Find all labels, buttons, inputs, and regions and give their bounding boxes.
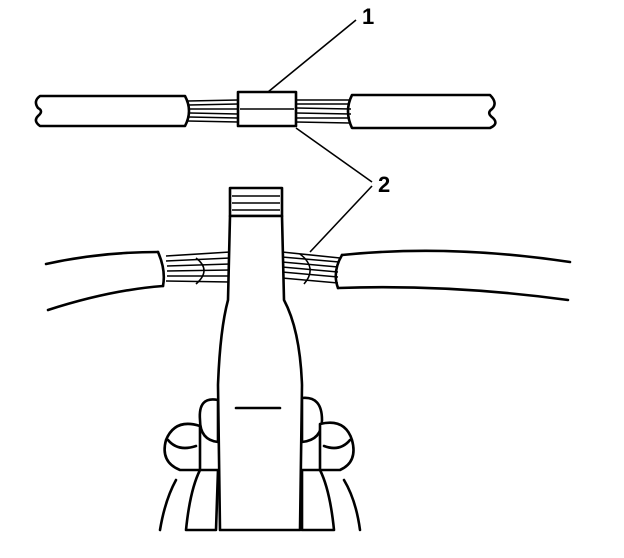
spliced-wire bbox=[34, 90, 497, 130]
crimp-tool-body bbox=[216, 214, 304, 532]
callout-1: 1 bbox=[267, 4, 374, 93]
crimping-tool bbox=[158, 186, 362, 532]
crimp-strands-right bbox=[281, 251, 341, 285]
curved-wire-right-inner bbox=[336, 285, 570, 302]
curved-wire-right-outer bbox=[340, 249, 572, 264]
exposed-strands-left bbox=[187, 99, 239, 123]
callout-1-leader bbox=[267, 19, 357, 93]
callout-2-leader-bottom bbox=[309, 185, 373, 253]
exposed-strands-right bbox=[295, 99, 352, 124]
curved-wire-left-outer bbox=[44, 250, 160, 266]
callout-2: 2 bbox=[295, 127, 390, 253]
wires-in-crimp-tool bbox=[44, 249, 572, 312]
wire-insulation-left bbox=[34, 94, 191, 128]
tool-nut-right bbox=[300, 396, 362, 532]
callout-2-label: 2 bbox=[378, 172, 390, 197]
wire-insulation-right bbox=[346, 93, 497, 130]
crimp-jaw-tip bbox=[228, 186, 284, 218]
callout-2-leader-top bbox=[295, 127, 373, 183]
curved-wire-left-inner bbox=[46, 284, 165, 312]
callout-1-label: 1 bbox=[362, 4, 374, 29]
tool-nut-left bbox=[158, 398, 220, 532]
crimp-strands-left bbox=[165, 251, 231, 285]
